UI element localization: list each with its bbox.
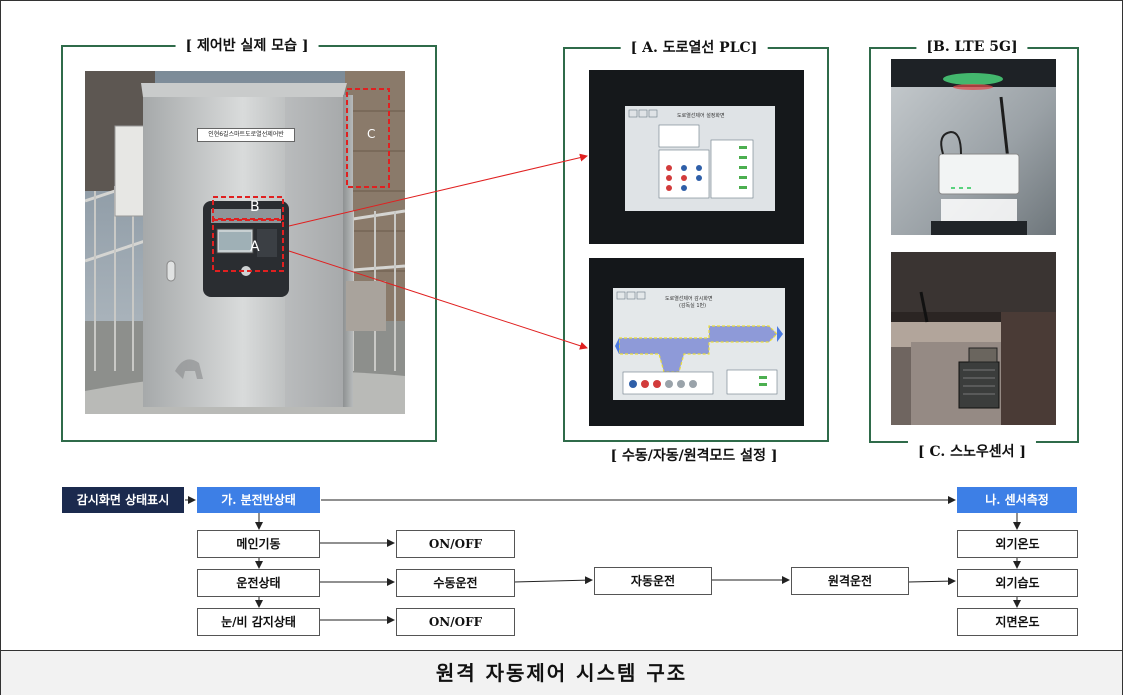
control-panel-photo: 인현6길스마트도로열선제어반 B A C [85,71,405,414]
auto-run-box: 자동운전 [594,567,712,595]
snow-sensor-caption: [ C. 스노우센서 ] [907,441,1037,461]
marker-label-c: C [367,127,376,141]
snow-sensor-photo [891,252,1056,425]
ground-temp-box: 지면온도 [957,608,1078,636]
plc-settings-screen-photo: 도로열선제어 설정화면 [589,70,804,244]
plc-monitor-screen-photo: 도로열선제어 감시화면 (감독실 1번) [589,258,804,426]
panel-name-plate: 인현6길스마트도로열선제어반 [197,128,295,142]
plc-monitor-screen-subtitle: (감독실 1번) [679,303,707,309]
remote-run-box: 원격운전 [791,567,909,595]
marker-label-b: B [250,199,260,215]
outdoor-temp-box: 외기온도 [957,530,1078,558]
sensor-measure-box: 나. 센서측정 [957,487,1077,513]
monitor-status-box: 감시화면 상태표시 [62,487,184,513]
lte-router-photo [891,59,1056,235]
snow-rain-detect-box: 눈/비 감지상태 [197,608,320,636]
main-start-onoff-box: ON/OFF [396,530,515,558]
plc-monitor-screen-title: 도로열선제어 감시화면 [665,296,713,302]
manual-run-box: 수동운전 [396,569,515,597]
plc-settings-screen-title: 도로열선제어 설정화면 [677,113,725,119]
figure-caption: 원격 자동제어 시스템 구조 [1,650,1122,695]
panel-photo-title: [ 제어반 실제 모습 ] [175,35,319,55]
mode-caption: [ 수동/자동/원격모드 설정 ] [600,445,788,465]
panel-status-box: 가. 분전반상태 [197,487,320,513]
marker-label-a: A [250,239,260,255]
lte-title: [B. LTE 5G] [916,39,1028,55]
run-state-box: 운전상태 [197,569,320,597]
snow-rain-onoff-box: ON/OFF [396,608,515,636]
plc-title: [ A. 도로열선 PLC] [620,37,768,57]
main-start-box: 메인기동 [197,530,320,558]
outdoor-humidity-box: 외기습도 [957,569,1078,597]
